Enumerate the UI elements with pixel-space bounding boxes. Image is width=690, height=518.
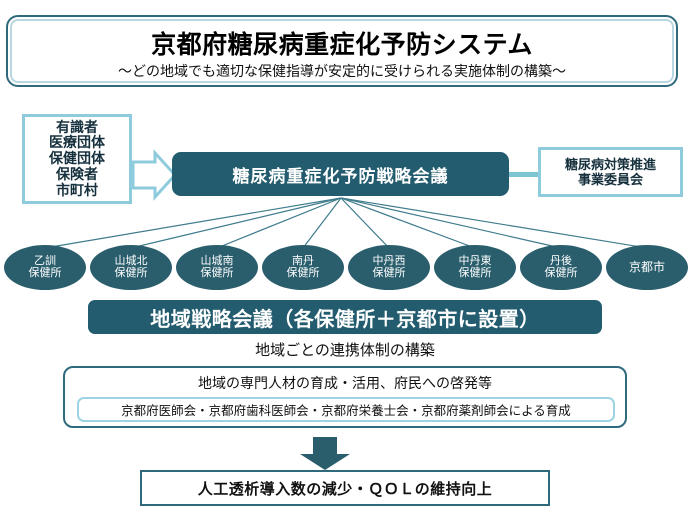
- health-center-node: 山城北 保健所: [90, 245, 172, 290]
- health-center-type: 保健所: [114, 266, 148, 279]
- health-center-type: 保健所: [200, 266, 234, 279]
- health-center-type: 保健所: [458, 266, 492, 279]
- regional-strategy-caption: 地域ごとの連携体制の構築: [255, 342, 435, 359]
- health-center-node: 中丹西 保健所: [348, 245, 430, 290]
- health-center-type: 保健所: [286, 266, 320, 279]
- health-center-node: 丹後 保健所: [520, 245, 602, 290]
- strategy-meeting-box: 糖尿病重症化予防戦略会議: [172, 152, 509, 196]
- talent-development-box: 地域の専門人材の育成・活用、府民への啓発等 京都府医師会・京都府歯科医師会・京都…: [63, 366, 627, 428]
- outcome-label: 人工透析導入数の減少・ＱＯＬの維持向上: [197, 480, 493, 498]
- stakeholder-item: 医療団体: [49, 134, 105, 151]
- health-center-name: 中丹西: [372, 254, 406, 267]
- arrow-down-icon: [300, 437, 350, 470]
- promotion-committee-box: 糖尿病対策推進 事業委員会: [538, 147, 683, 197]
- outcome-box: 人工透析導入数の減少・ＱＯＬの維持向上: [140, 470, 550, 506]
- stakeholder-item: 有識者: [56, 118, 98, 135]
- health-center-name: 中丹東: [458, 254, 492, 267]
- health-center-type: 保健所: [28, 266, 62, 279]
- health-center-name: 山城北: [114, 254, 148, 267]
- stakeholder-item: 市町村: [56, 181, 98, 198]
- health-center-name: 南丹: [292, 254, 314, 267]
- health-center-name: 山城南: [200, 254, 234, 267]
- city-name: 京都市: [628, 260, 665, 275]
- strategy-committee-connector: [509, 172, 540, 177]
- promotion-committee-label: 糖尿病対策推進: [564, 156, 656, 172]
- stakeholder-item: 保健団体: [49, 150, 105, 167]
- health-center-node: 山城南 保健所: [176, 245, 258, 290]
- health-center-name: 丹後: [550, 254, 572, 267]
- regional-strategy-label: 地域戦略会議（各保健所＋京都市に設置）: [150, 308, 540, 331]
- city-node: 京都市: [606, 245, 688, 290]
- page-subtitle: ～どの地域でも適切な保健指導が安定的に受けられる実施体制の構築～: [118, 63, 566, 79]
- professional-associations-box: 京都府医師会・京都府歯科医師会・京都府栄養士会・京都府薬剤師会による育成: [77, 397, 615, 422]
- health-center-type: 保健所: [372, 266, 406, 279]
- health-center-node: 乙訓 保健所: [4, 245, 86, 290]
- health-center-node: 中丹東 保健所: [434, 245, 516, 290]
- strategy-meeting-label: 糖尿病重症化予防戦略会議: [232, 166, 449, 186]
- page-title: 京都府糖尿病重症化予防システム: [151, 31, 533, 59]
- arrow-right-icon: [131, 149, 178, 201]
- stakeholders-box: 有識者 医療団体 保健団体 保険者 市町村: [22, 114, 132, 204]
- stakeholder-item: 保険者: [56, 165, 98, 182]
- page-title-box: 京都府糖尿病重症化予防システム ～どの地域でも適切な保健指導が安定的に受けられる…: [6, 15, 678, 87]
- regional-strategy-bar: 地域戦略会議（各保健所＋京都市に設置）: [88, 300, 602, 334]
- promotion-committee-label: 事業委員会: [577, 172, 643, 187]
- health-center-type: 保健所: [544, 266, 578, 279]
- talent-development-title: 地域の専門人材の育成・活用、府民への啓発等: [198, 375, 492, 391]
- health-center-name: 乙訓: [34, 254, 56, 267]
- professional-associations-label: 京都府医師会・京都府歯科医師会・京都府栄養士会・京都府薬剤師会による育成: [121, 404, 571, 418]
- health-center-node: 南丹 保健所: [262, 245, 344, 290]
